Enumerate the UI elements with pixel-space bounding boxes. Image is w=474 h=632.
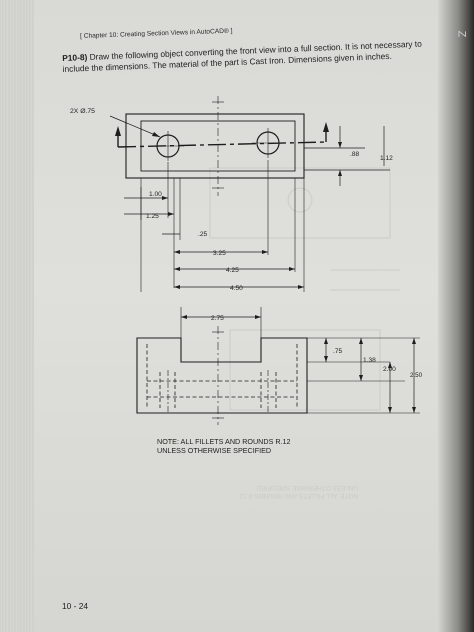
dim-1-25: 1.25 — [146, 213, 159, 220]
dim-4-25: 4.25 — [226, 267, 239, 274]
stacked-page-edges — [0, 0, 34, 632]
front-view-outline — [136, 337, 308, 414]
bleed-through-lines — [209, 167, 400, 411]
front-view — [136, 307, 420, 425]
bleed-through: NOTE: ALL FILLETS AND ROUNDS R.12 UNLESS… — [239, 484, 358, 499]
top-view-outer-rect — [125, 113, 305, 179]
front-view-arrowheads — [181, 315, 416, 413]
dim-0-25: .25 — [198, 231, 207, 238]
book-spine-shadow — [438, 0, 474, 632]
ghost-note-line-1: NOTE: ALL FILLETS AND ROUNDS R.12 — [239, 492, 358, 499]
hole-callout: 2X Ø.75 — [70, 108, 95, 115]
page-number: 10 - 24 — [62, 601, 89, 611]
front-view-labels: 2.75 .75 1.38 2.00 2.50 — [211, 315, 423, 379]
page — [0, 0, 452, 632]
top-view — [109, 96, 390, 292]
dim-0-75: .75 — [333, 348, 342, 355]
ghost-note-line-2: UNLESS OTHERWISE SPECIFIED — [256, 484, 358, 491]
note-line-1: NOTE: ALL FILLETS AND ROUNDS R.12 — [157, 437, 291, 446]
dim-1-12: 1.12 — [380, 155, 393, 162]
note-line-2: UNLESS OTHERWISE SPECIFIED — [157, 446, 271, 455]
dim-0-88: .88 — [350, 151, 359, 158]
dim-4-50: 4.50 — [230, 285, 243, 292]
dim-1-38: 1.38 — [363, 357, 376, 364]
dim-2-75: 2.75 — [211, 315, 224, 322]
dim-2-00: 2.00 — [383, 366, 396, 373]
dim-1-00: 1.00 — [149, 191, 162, 198]
dim-3-25: 3.25 — [213, 250, 226, 257]
top-view-labels: 2X Ø.75 1.00 1.25 .25 3.25 4.25 4.50 .88… — [70, 108, 393, 292]
top-view-arrowheads — [115, 122, 342, 289]
cutting-plane-line — [117, 141, 327, 148]
general-note: NOTE: ALL FILLETS AND ROUNDS R.12 UNLESS… — [157, 437, 291, 455]
dim-2-50: 2.50 — [410, 372, 423, 379]
